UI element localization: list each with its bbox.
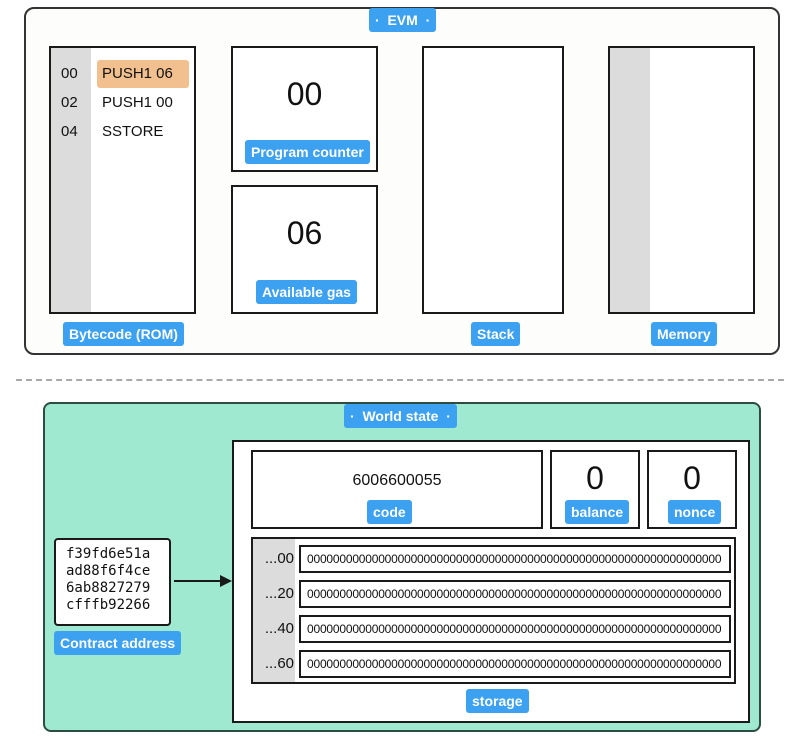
contract-address-label: Contract address bbox=[54, 631, 182, 655]
bytecode-op-current: PUSH1 06 bbox=[97, 60, 189, 88]
world-state-title: · World state · bbox=[344, 404, 457, 428]
evm-title: · EVM · bbox=[369, 8, 437, 32]
storage-slot-value: 0000000000000000000000000000000000000000… bbox=[299, 545, 731, 573]
storage-slot: ...60 00000000000000000000000000000000000… bbox=[253, 650, 733, 678]
bytecode-offset: 04 bbox=[61, 123, 78, 140]
storage-list: ...00 00000000000000000000000000000000000… bbox=[253, 545, 734, 679]
bytecode-row: 00 PUSH1 06 bbox=[51, 60, 191, 88]
memory-gutter bbox=[610, 48, 650, 312]
storage-gutter bbox=[253, 539, 295, 682]
bytecode-gutter bbox=[51, 48, 91, 312]
bytecode-op: SSTORE bbox=[102, 123, 164, 140]
bytecode-op: PUSH1 00 bbox=[102, 94, 173, 111]
storage-label: storage bbox=[466, 689, 529, 713]
address-line: 6ab8827279 bbox=[66, 580, 151, 596]
dot-icon: · bbox=[375, 12, 380, 28]
storage-box: ...00 00000000000000000000000000000000000… bbox=[251, 537, 736, 684]
balance-value: 0 bbox=[586, 460, 604, 496]
storage-slot-key: ...00 bbox=[264, 550, 294, 567]
memory-label: Memory bbox=[651, 322, 717, 346]
dot-icon: · bbox=[446, 408, 451, 424]
storage-slot-value: 0000000000000000000000000000000000000000… bbox=[299, 650, 731, 678]
available-gas-value: 06 bbox=[286, 215, 323, 251]
code-label: code bbox=[367, 500, 412, 524]
bytecode-box: 00 PUSH1 06 02 PUSH1 00 04 SSTORE bbox=[49, 46, 196, 314]
nonce-label: nonce bbox=[668, 500, 722, 524]
storage-slot-value: 0000000000000000000000000000000000000000… bbox=[299, 580, 731, 608]
bytecode-row: 04 SSTORE bbox=[51, 118, 191, 146]
stack-label: Stack bbox=[471, 322, 521, 346]
memory-box bbox=[608, 46, 755, 314]
nonce-value: 0 bbox=[683, 460, 701, 496]
storage-slot: ...20 00000000000000000000000000000000000… bbox=[253, 580, 733, 608]
bytecode-offset: 02 bbox=[61, 94, 78, 111]
available-gas-label: Available gas bbox=[256, 280, 357, 304]
address-line: f39fd6e51a bbox=[66, 546, 151, 562]
bytecode-row: 02 PUSH1 00 bbox=[51, 89, 191, 117]
code-value: 6006600055 bbox=[352, 472, 442, 489]
address-line: ad88f6f4ce bbox=[66, 563, 151, 579]
bytecode-offset: 00 bbox=[61, 65, 78, 82]
storage-slot: ...40 00000000000000000000000000000000000… bbox=[253, 615, 733, 643]
dot-icon: · bbox=[350, 408, 355, 424]
contract-address-box: f39fd6e51a ad88f6f4ce 6ab8827279 cfffb92… bbox=[54, 538, 171, 626]
storage-slot-key: ...40 bbox=[264, 620, 294, 637]
bytecode-list: 00 PUSH1 06 02 PUSH1 00 04 SSTORE bbox=[51, 60, 194, 160]
program-counter-label: Program counter bbox=[245, 140, 370, 164]
section-divider bbox=[16, 379, 784, 381]
storage-slot-key: ...60 bbox=[264, 655, 294, 672]
balance-label: balance bbox=[565, 500, 630, 524]
storage-slot-key: ...20 bbox=[264, 585, 294, 602]
bytecode-label: Bytecode (ROM) bbox=[63, 322, 184, 346]
storage-slot: ...00 00000000000000000000000000000000000… bbox=[253, 545, 733, 573]
address-line: cfffb92266 bbox=[66, 597, 151, 613]
arrow-icon bbox=[174, 575, 232, 587]
stack-box bbox=[422, 46, 564, 314]
dot-icon: · bbox=[425, 12, 431, 28]
program-counter-value: 00 bbox=[286, 76, 323, 112]
storage-slot-value: 0000000000000000000000000000000000000000… bbox=[299, 615, 731, 643]
